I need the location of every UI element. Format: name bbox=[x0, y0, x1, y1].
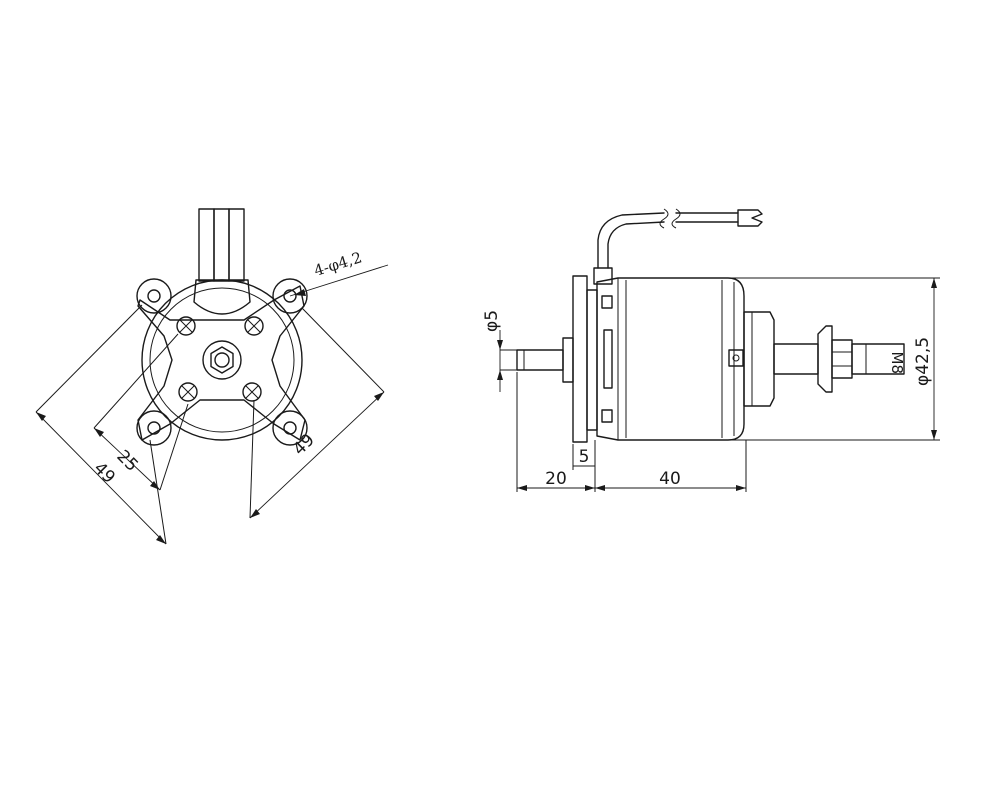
dim-mount-left-label: 49 bbox=[89, 458, 118, 487]
cross-mount bbox=[136, 278, 308, 446]
dim-shaft-length-label: 20 bbox=[545, 469, 567, 489]
side-view: M8 φ5 5 20 bbox=[482, 208, 940, 492]
front-dimensions: 25 49 49 bbox=[35, 304, 385, 545]
thread-label: M8 bbox=[888, 352, 906, 375]
side-dimensions: φ5 5 20 40 φ42,5 bbox=[482, 277, 940, 492]
dim-mount-right-label: 49 bbox=[289, 430, 318, 459]
motor-body bbox=[596, 277, 745, 441]
cable bbox=[593, 208, 763, 285]
center-hub bbox=[202, 340, 242, 380]
dim-shaft-dia-label: φ5 bbox=[482, 310, 502, 332]
wire-bundle bbox=[193, 208, 251, 315]
front-view: 4-φ4,2 25 49 49 bbox=[35, 208, 389, 545]
front-shaft bbox=[516, 337, 574, 383]
dim-body-length-label: 40 bbox=[659, 469, 681, 489]
mount-flange bbox=[572, 275, 598, 443]
mount-holes bbox=[147, 289, 297, 435]
rear-housing: M8 bbox=[743, 311, 906, 407]
dim-flange-label: 5 bbox=[579, 447, 590, 467]
dim-body-dia-label: φ42,5 bbox=[913, 337, 933, 386]
screw-heads bbox=[176, 316, 264, 402]
